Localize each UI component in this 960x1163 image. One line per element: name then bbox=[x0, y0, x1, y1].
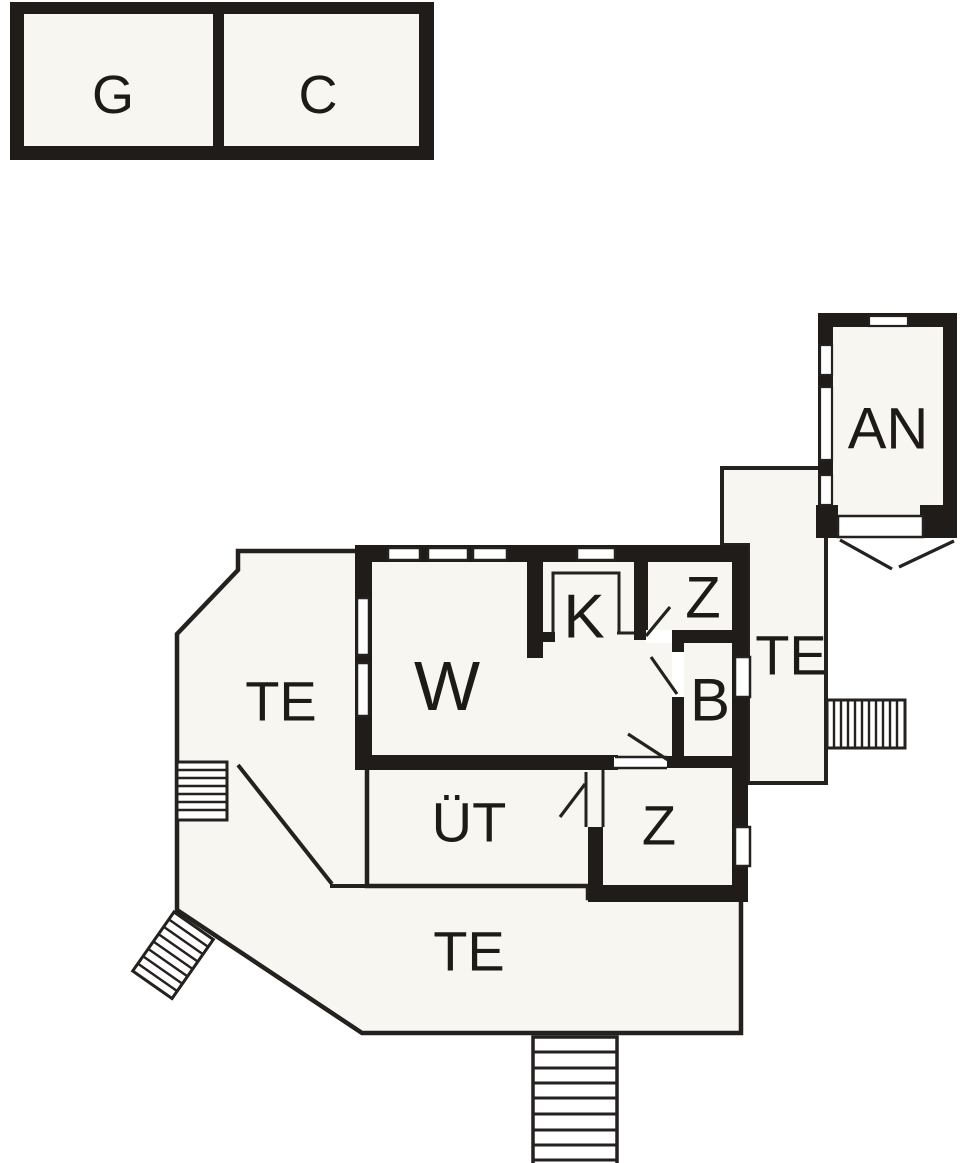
door-openings bbox=[612, 630, 684, 770]
stairs-lower-left bbox=[130, 909, 216, 1001]
label-room-z-upper: Z bbox=[685, 566, 720, 631]
room-labels: G C AN TE TE TE W K Z B ÜT Z bbox=[92, 65, 928, 983]
door-swing-ut bbox=[558, 783, 587, 818]
window-right-2 bbox=[733, 825, 752, 868]
label-room-ut: ÜT bbox=[432, 791, 507, 854]
annex-window-left-3 bbox=[818, 473, 834, 507]
annex-an bbox=[816, 313, 957, 571]
window-top-1 bbox=[386, 546, 422, 562]
door-opening-z-upper bbox=[646, 630, 672, 643]
annex-door-threshold bbox=[836, 514, 925, 539]
terrace-outline bbox=[174, 548, 744, 1036]
label-room-k: K bbox=[563, 583, 604, 652]
room-g bbox=[24, 14, 213, 146]
label-terrace-bottom: TE bbox=[433, 920, 505, 983]
wall-b-left bbox=[672, 697, 684, 758]
window-top-2 bbox=[426, 546, 470, 562]
stairs-left-treads bbox=[177, 768, 227, 812]
annex-pier-left bbox=[816, 505, 838, 538]
door-swing-hall bbox=[627, 732, 669, 762]
annex-window-top bbox=[867, 314, 910, 328]
wall-right bbox=[732, 545, 748, 902]
door-swing-z-upper bbox=[644, 605, 672, 638]
stairs-lower-left-treads bbox=[137, 918, 209, 993]
annex-window-left-2 bbox=[818, 385, 834, 462]
annex-window-left-1 bbox=[818, 343, 834, 377]
annex-pier-right bbox=[920, 505, 957, 538]
door-swing-bath bbox=[649, 656, 679, 695]
wall-b-bottom bbox=[664, 756, 732, 768]
house-windows bbox=[355, 546, 752, 868]
wall-z-bottom bbox=[672, 630, 732, 643]
wall-b-stub bbox=[672, 643, 684, 652]
window-left-1 bbox=[355, 596, 371, 657]
terrace-level-edge bbox=[236, 763, 367, 888]
hall-door-frame bbox=[584, 770, 605, 827]
stairs-right-treads bbox=[832, 700, 899, 748]
label-annex-an: AN bbox=[848, 397, 929, 462]
label-terrace-left: TE bbox=[245, 670, 317, 733]
wall-house-bottom bbox=[588, 885, 748, 902]
label-terrace-right: TE bbox=[755, 624, 827, 687]
house-walls bbox=[355, 545, 748, 902]
wall-w-k bbox=[527, 562, 543, 658]
stairs-bottom bbox=[531, 1035, 619, 1163]
stairs-left-block bbox=[175, 760, 229, 822]
label-room-z-lower: Z bbox=[642, 794, 676, 857]
hall-threshold bbox=[614, 757, 667, 768]
wall-zlower-left bbox=[588, 827, 603, 902]
stairs-bottom-outline bbox=[531, 1035, 619, 1163]
annex-gate-swing-lines bbox=[839, 538, 955, 571]
wall-k-stub bbox=[533, 632, 555, 642]
terrace-wrap bbox=[174, 548, 744, 1036]
door-opening-bath bbox=[672, 652, 684, 697]
window-right-1 bbox=[733, 655, 752, 699]
room-c bbox=[224, 14, 419, 146]
label-room-g: G bbox=[92, 65, 134, 125]
label-room-w: W bbox=[414, 647, 480, 725]
hall-threshold-lines bbox=[612, 755, 667, 770]
stairs-right bbox=[825, 698, 907, 750]
window-top-4 bbox=[575, 546, 617, 562]
stairs-right-outline bbox=[825, 698, 907, 750]
label-room-b: B bbox=[690, 667, 730, 734]
window-top-3 bbox=[471, 546, 509, 562]
wall-w-ut bbox=[355, 755, 618, 770]
outbuilding-gc bbox=[10, 2, 434, 160]
door-swings bbox=[558, 605, 679, 818]
window-left-2 bbox=[355, 661, 371, 718]
annex-room bbox=[833, 327, 943, 516]
wall-k-z bbox=[634, 562, 648, 640]
stairs-bottom-treads bbox=[533, 1050, 617, 1162]
wall-left bbox=[355, 545, 372, 770]
label-room-c: C bbox=[299, 65, 338, 125]
